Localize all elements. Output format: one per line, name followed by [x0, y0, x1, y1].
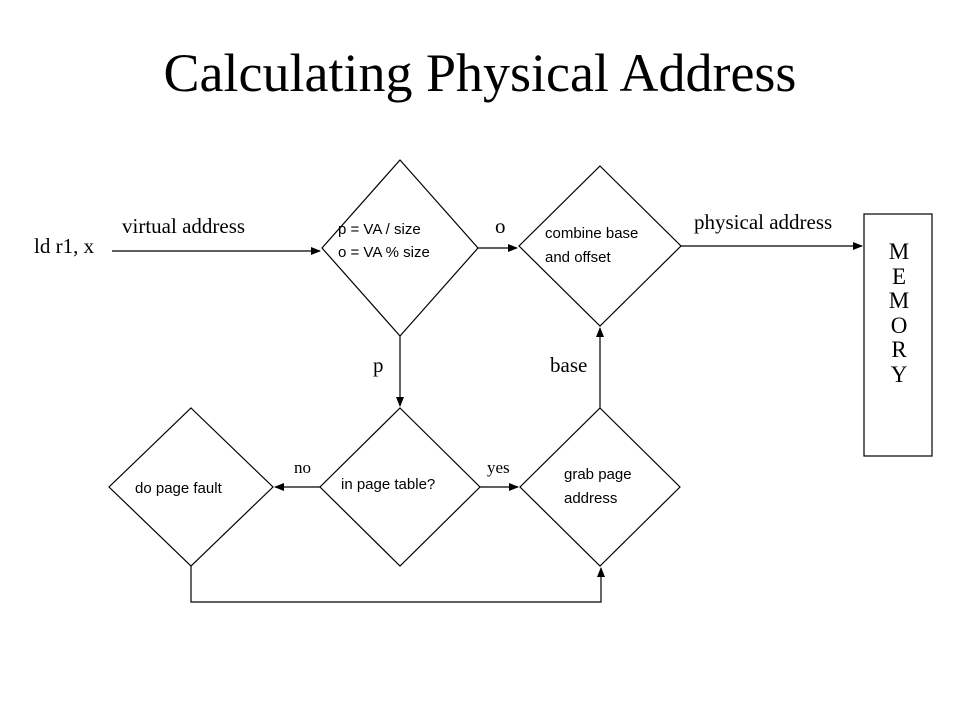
instruction-label: ld r1, x	[34, 234, 95, 258]
memory-letter: M	[888, 288, 910, 313]
memory-box	[863, 213, 933, 457]
memory-letter: E	[891, 263, 907, 289]
memory-letter: O	[890, 312, 908, 338]
grab-line-2: address	[564, 490, 618, 507]
virtual-address-label: virtual address	[122, 214, 246, 238]
yes-edge-label: yes	[487, 458, 510, 477]
combine-line-1: combine base	[545, 225, 639, 242]
grab-diamond	[519, 407, 681, 567]
page-table-diamond	[319, 407, 481, 567]
page-fault-label: do page fault	[135, 480, 222, 497]
memory-letter: R	[891, 337, 907, 362]
compute-line-2: o = VA % size	[338, 244, 430, 261]
page-table-label: in page table?	[341, 476, 436, 493]
memory-label: M E M O R Y	[866, 239, 932, 387]
arrow-fault-return	[190, 566, 605, 603]
memory-letter: Y	[890, 361, 908, 387]
combine-line-2: and offset	[545, 249, 611, 266]
physical-address-label: physical address	[694, 210, 833, 234]
offset-edge-label: o	[495, 214, 506, 238]
combine-diamond	[518, 165, 682, 327]
slide-title: Calculating Physical Address	[163, 43, 797, 103]
base-edge-label: base	[550, 353, 588, 377]
page-edge-label: p	[373, 353, 384, 377]
grab-line-1: grab page	[564, 466, 632, 483]
compute-line-1: p = VA / size	[338, 221, 421, 238]
no-edge-label: no	[294, 458, 311, 477]
memory-letter: M	[888, 239, 910, 264]
